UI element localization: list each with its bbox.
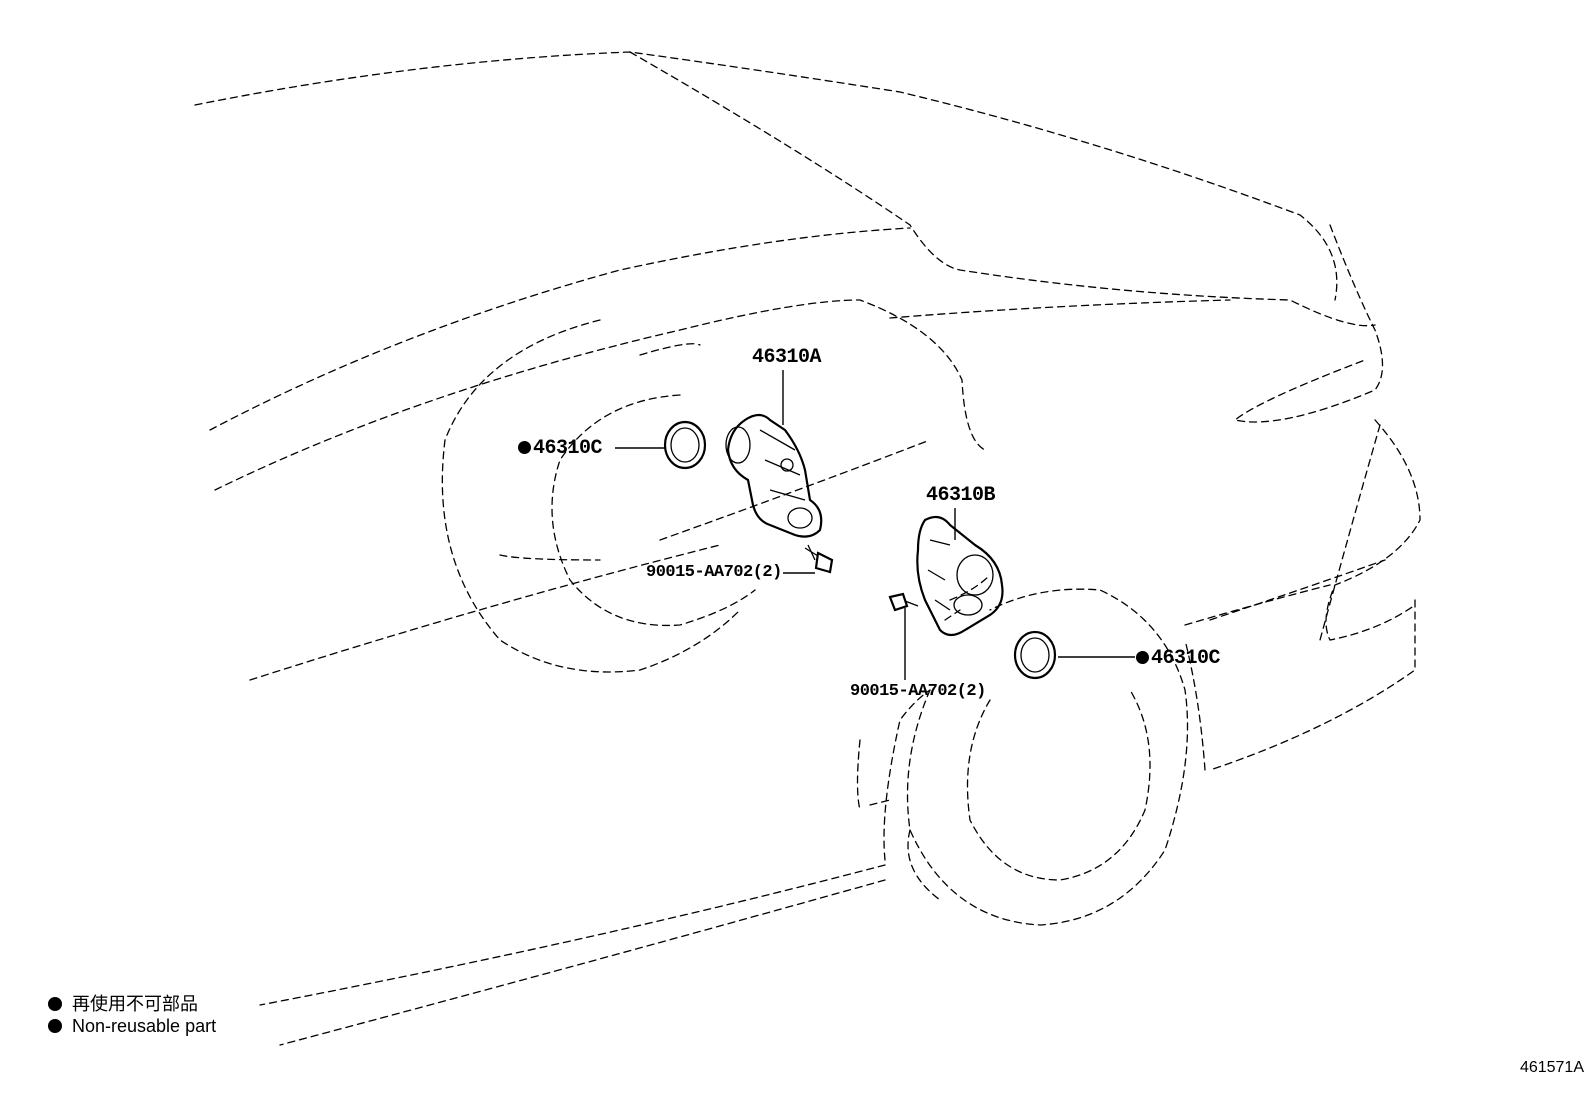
motor-b-icon [916,515,1004,637]
non-reusable-dot-icon [1136,651,1149,664]
label-bolt-left: 90015-AA702(2) [646,563,782,582]
legend-dot-icon [48,997,62,1011]
label-bolt-right: 90015-AA702(2) [850,682,986,701]
ring-left-icon [663,420,707,470]
legend-dot-icon [48,1019,62,1033]
label-46310b: 46310B [926,484,996,507]
ring-right-icon [1013,630,1057,680]
non-reusable-dot-icon [518,441,531,454]
motor-a-icon [725,413,823,538]
bolt-left-icon [804,544,834,574]
figure-id: 461571A [1519,1059,1584,1076]
legend-en-text: Non-reusable part [72,1016,217,1036]
legend-jp: 再使用不可部品 [48,990,198,1016]
vehicle-outline [194,51,1421,1046]
bolt-right-icon [888,592,919,612]
label-46310c-left-text: 46310C [533,437,603,460]
label-46310c-left: 46310C [518,437,603,460]
leader-lines [615,370,1135,680]
legend-en: Non-reusable part [48,1016,216,1037]
label-46310c-right-text: 46310C [1151,647,1221,670]
label-46310c-right: 46310C [1136,647,1221,670]
label-46310a: 46310A [752,346,822,369]
legend-jp-text: 再使用不可部品 [72,994,198,1014]
